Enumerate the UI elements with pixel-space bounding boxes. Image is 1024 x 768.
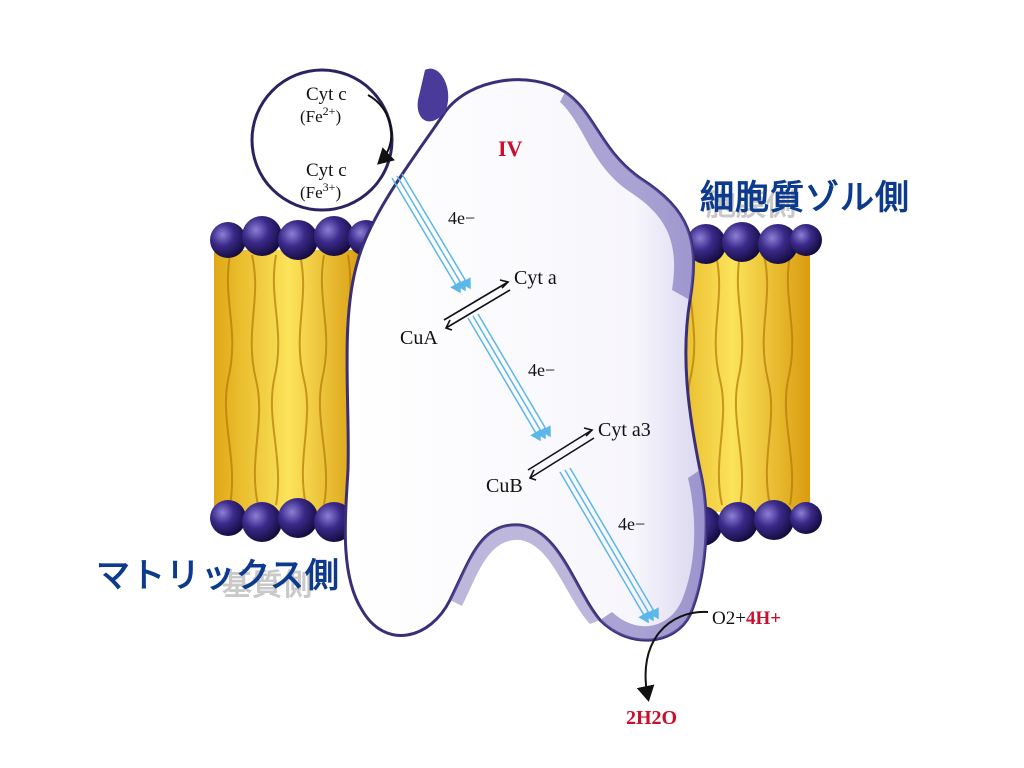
- protons-label: 4H+: [746, 608, 781, 629]
- complex-iv-protein: [343, 78, 708, 642]
- electron-label-3: 4e−: [618, 514, 645, 534]
- membrane-heads-bottom-left: [210, 498, 354, 542]
- protein-shadow-bottom: [600, 470, 707, 641]
- cytosol-side-label: 細胞質ゾル側: [700, 178, 910, 218]
- cyta3-cub-equilibrium-arrows: [527, 427, 595, 481]
- cytochrome-c: [250, 68, 394, 212]
- electron-label-1: 4e−: [448, 208, 475, 228]
- membrane-heads-top-left: [210, 216, 384, 260]
- cytc-top-name: Cyt c: [306, 84, 347, 105]
- protein-shadow-right: [560, 92, 694, 300]
- cytc-bottom-sup: 3+: [323, 180, 336, 194]
- protein-shadow-notch: [450, 524, 600, 624]
- lipid-tails-left: [214, 250, 364, 512]
- cytc-top-state: (Fe2+): [300, 104, 341, 126]
- o2-label: O2: [712, 608, 735, 629]
- electron-flow-3: [559, 467, 659, 624]
- reduction-arrow: [636, 610, 709, 702]
- o2-reaction: O2+4H+: [712, 608, 781, 629]
- cytc-top-sup: 2+: [323, 104, 336, 118]
- cu-a-label: CuA: [400, 327, 438, 349]
- matrix-ghost-label: 基質側: [222, 568, 312, 603]
- electron-flow-1: [391, 173, 471, 294]
- cytc-bottom-state: (Fe3+): [300, 180, 341, 202]
- electron-label-2: 4e−: [528, 360, 555, 380]
- matrix-side-label: マトリックス側: [96, 556, 340, 596]
- complex-label: IV: [498, 136, 523, 161]
- cyt-a3-label: Cyt a3: [598, 419, 651, 441]
- cytosol-ghost-label: 胞膜側: [706, 188, 796, 223]
- cytc-bottom-name: Cyt c: [306, 160, 347, 181]
- cyta-cua-equilibrium-arrows: [443, 279, 511, 331]
- cyt-a-label: Cyt a: [514, 267, 557, 289]
- electron-flow-2: [467, 313, 551, 442]
- plus-sign: +: [735, 608, 746, 629]
- protein-top-cap: [417, 68, 449, 122]
- cu-b-label: CuB: [486, 475, 523, 497]
- water-label: 2H2O: [626, 707, 677, 729]
- cytc-oxidation-arrow: [367, 94, 395, 165]
